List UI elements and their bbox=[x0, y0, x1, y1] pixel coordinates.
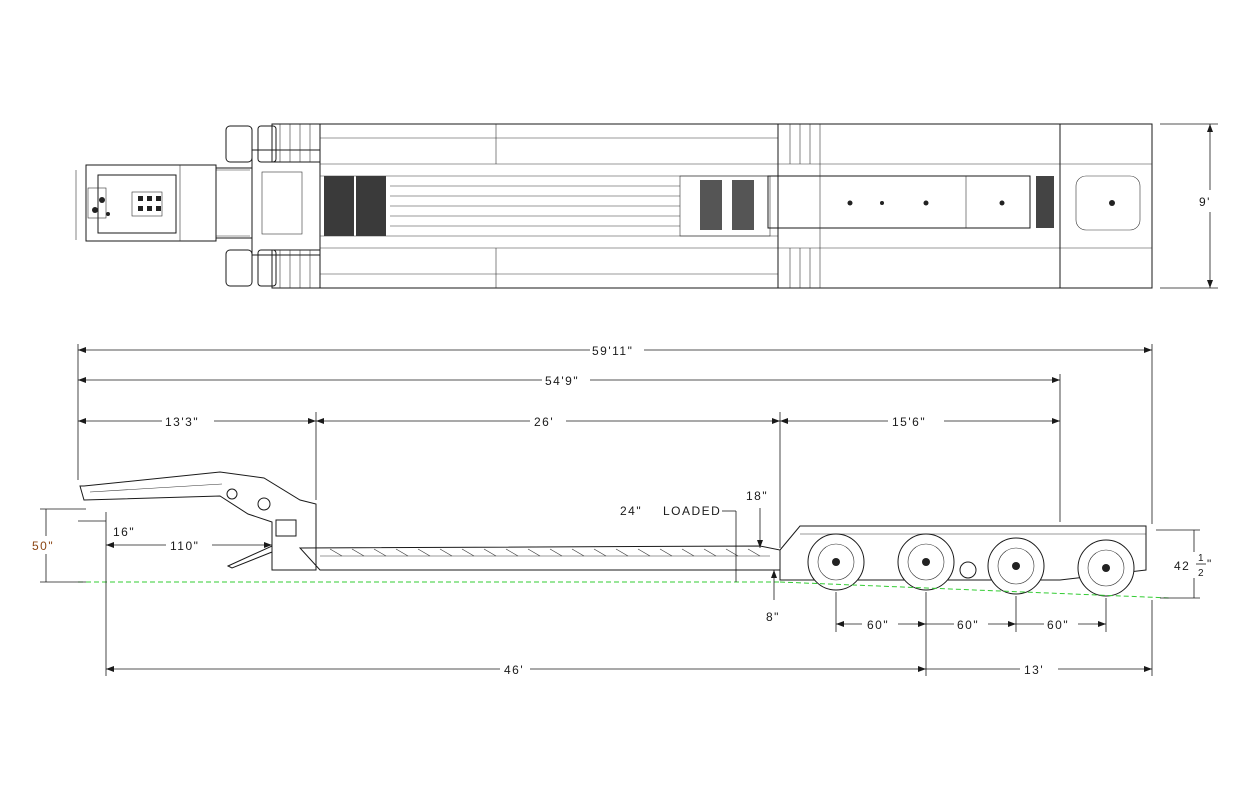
side-view bbox=[78, 471, 1171, 599]
offset-16-label: 16" bbox=[113, 525, 135, 539]
offset-110-label: 110" bbox=[170, 539, 199, 553]
top-view bbox=[75, 123, 1153, 289]
width-label: 9' bbox=[1199, 195, 1211, 209]
deck-length-label: 26' bbox=[534, 415, 554, 429]
kingpin-axle-label: 46' bbox=[504, 663, 524, 677]
deck-beam-side bbox=[298, 545, 781, 571]
grate-panel bbox=[732, 180, 754, 230]
loaded-24-label: 24" bbox=[620, 504, 642, 518]
height-50-label: 50" bbox=[32, 539, 54, 553]
gooseneck-plate bbox=[97, 174, 177, 234]
rear-13-label: 13' bbox=[1024, 663, 1044, 677]
drop-18-label: 18" bbox=[746, 489, 768, 503]
rear-height-unit: " bbox=[1207, 557, 1213, 571]
rear-height-fraction-num: 1 bbox=[1198, 553, 1205, 564]
tire-icon bbox=[225, 125, 253, 163]
rear-height-label: 42 bbox=[1174, 559, 1190, 573]
rear-bumper-top bbox=[1059, 123, 1153, 289]
wheel-1 bbox=[807, 533, 865, 591]
grate-panel bbox=[324, 176, 354, 236]
overall-length-label: 59'11" bbox=[592, 344, 633, 358]
gooseneck-top bbox=[85, 164, 217, 242]
rear-frame-side bbox=[779, 525, 1147, 581]
axle-spacing-3-label: 60" bbox=[1047, 618, 1069, 632]
drop-8-label: 8" bbox=[766, 610, 780, 624]
rear-length-label: 15'6" bbox=[892, 415, 926, 429]
axle-spacing-1-label: 60" bbox=[867, 618, 889, 632]
ground-line bbox=[779, 581, 1171, 599]
rear-height-fraction-den: 2 bbox=[1198, 568, 1205, 579]
wheel-2 bbox=[897, 533, 955, 591]
gooseneck-length-label: 13'3" bbox=[165, 415, 199, 429]
gooseneck-side bbox=[79, 471, 317, 571]
tire-icon bbox=[225, 249, 253, 287]
length-54-label: 54'9" bbox=[545, 374, 579, 388]
wheel-3 bbox=[987, 537, 1045, 595]
loaded-label: LOADED bbox=[663, 504, 721, 518]
wheel-4 bbox=[1077, 539, 1135, 597]
grate-panel bbox=[356, 176, 386, 236]
width-dimension: 9' bbox=[1160, 123, 1218, 289]
dimension-lines: 59'11" 54'9" 13'3" 26' 15'6" 50" 16" bbox=[32, 344, 1213, 677]
grate-panel bbox=[700, 180, 722, 230]
logo-icon bbox=[275, 519, 297, 537]
deck-gussets bbox=[329, 548, 761, 557]
axle-spacing-2-label: 60" bbox=[957, 618, 979, 632]
